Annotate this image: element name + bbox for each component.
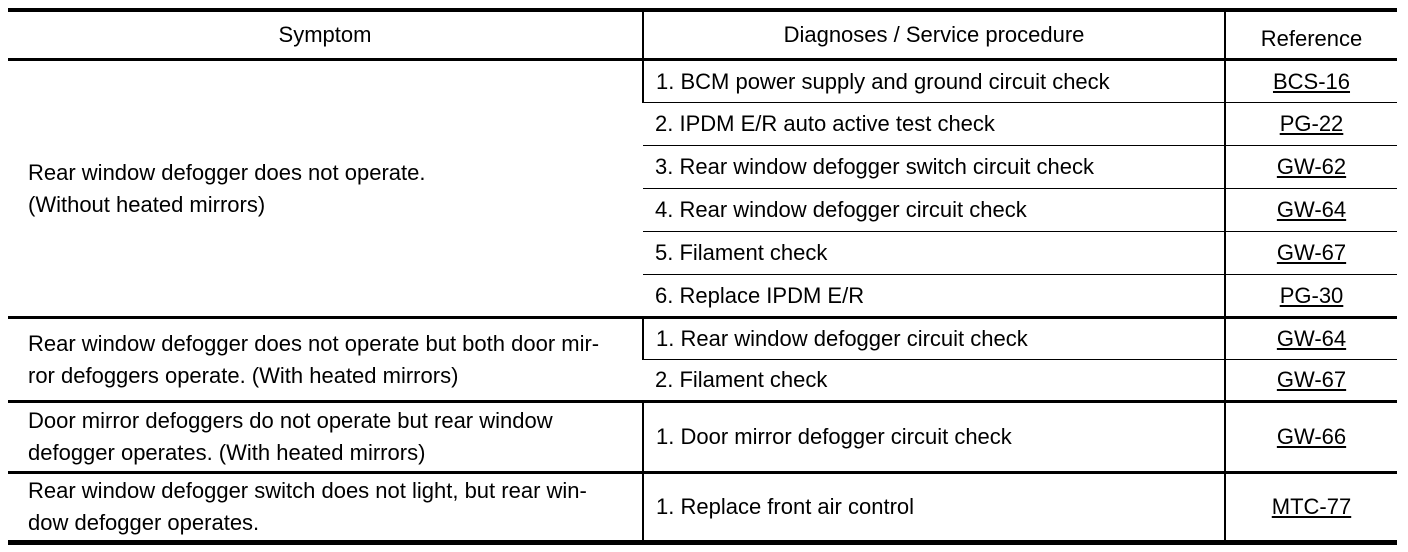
reference-cell: GW-64 xyxy=(1224,316,1397,360)
procedure-cell: 2. Filament check xyxy=(643,359,1225,402)
reference-column-header: Reference xyxy=(1224,10,1397,61)
procedure-cell: 2. IPDM E/R auto active test check xyxy=(643,102,1225,146)
table-row: Door mirror defoggers do not operate but… xyxy=(8,400,1397,473)
table-row: Rear window defogger does not operate. (… xyxy=(8,58,1397,318)
reference-cell: PG-22 xyxy=(1224,102,1397,146)
table-row: 4. Rear window defogger circuit check GW… xyxy=(8,188,1397,232)
reference-cell: BCS-16 xyxy=(1224,58,1397,103)
procedure-cell: 1. Rear window defogger circuit check xyxy=(642,316,1225,360)
reference-link[interactable]: MTC-77 xyxy=(1271,494,1352,519)
table-row: 2. Filament check GW-67 xyxy=(8,359,1397,402)
reference-link[interactable]: PG-30 xyxy=(1279,282,1344,308)
symptom-cell: Door mirror defoggers do not operate but… xyxy=(8,400,643,473)
symptom-diagnosis-table: Symptom Diagnoses / Service procedure Re… xyxy=(8,8,1397,545)
symptom-cell: Rear window defogger does not operate bu… xyxy=(8,316,643,402)
reference-link[interactable]: GW-62 xyxy=(1276,154,1347,179)
header-row: Symptom Diagnoses / Service procedure Re… xyxy=(8,10,1397,61)
symptom-column-header: Symptom xyxy=(8,10,643,61)
reference-link[interactable]: GW-67 xyxy=(1276,367,1347,392)
reference-cell: GW-64 xyxy=(1224,188,1397,232)
reference-cell: GW-66 xyxy=(1224,400,1397,473)
procedure-cell: 3. Rear window defogger switch circuit c… xyxy=(643,145,1225,189)
table-row: 3. Rear window defogger switch circuit c… xyxy=(8,145,1397,189)
table-row: Rear window defogger switch does not lig… xyxy=(8,471,1397,543)
table-row: Rear window defogger does not operate bu… xyxy=(8,316,1397,402)
reference-cell: MTC-77 xyxy=(1224,471,1397,543)
reference-link[interactable]: BCS-16 xyxy=(1272,68,1351,94)
procedure-cell: 1. Replace front air control xyxy=(642,471,1225,543)
reference-link[interactable]: GW-64 xyxy=(1276,197,1347,222)
reference-cell: GW-67 xyxy=(1224,231,1397,275)
table-row: 2. IPDM E/R auto active test check PG-22 xyxy=(8,102,1397,146)
procedure-column-header: Diagnoses / Service procedure xyxy=(642,10,1225,61)
symptom-cell: Rear window defogger does not operate. (… xyxy=(8,58,643,318)
reference-link[interactable]: GW-67 xyxy=(1276,240,1347,265)
reference-link[interactable]: GW-64 xyxy=(1276,326,1347,351)
procedure-cell: 1. BCM power supply and ground circuit c… xyxy=(642,58,1225,103)
procedure-cell: 4. Rear window defogger circuit check xyxy=(643,188,1225,232)
procedure-cell: 6. Replace IPDM E/R xyxy=(643,274,1225,318)
table-row: 5. Filament check GW-67 xyxy=(8,231,1397,275)
reference-link[interactable]: GW-66 xyxy=(1276,424,1347,449)
procedure-cell: 5. Filament check xyxy=(643,231,1225,275)
reference-cell: PG-30 xyxy=(1224,274,1397,318)
reference-link[interactable]: PG-22 xyxy=(1279,111,1344,136)
symptom-cell: Rear window defogger switch does not lig… xyxy=(8,471,643,543)
reference-cell: GW-62 xyxy=(1224,145,1397,189)
procedure-cell: 1. Door mirror defogger circuit check xyxy=(642,400,1225,473)
table-row: 6. Replace IPDM E/R PG-30 xyxy=(8,274,1397,318)
reference-cell: GW-67 xyxy=(1224,359,1397,402)
